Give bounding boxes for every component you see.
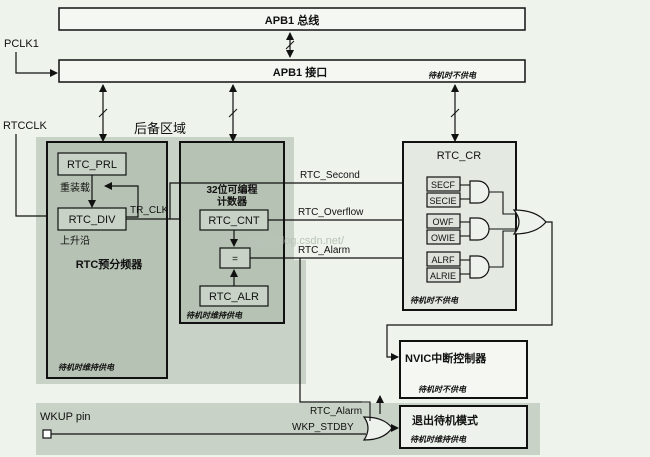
- secf-flag: [426, 176, 461, 192]
- alrie-label: ALRIE: [430, 271, 456, 281]
- exit-standby-title: 退出待机模式: [412, 413, 478, 427]
- rtc-alr-register: [199, 285, 269, 307]
- rtc-second-label: RTC_Second: [300, 170, 360, 181]
- apb1-bus-label: APB1 总线: [265, 13, 319, 27]
- alrie-flag: [426, 267, 461, 283]
- alrf-flag: [426, 251, 461, 267]
- rtc-div-label: RTC_DIV: [69, 214, 117, 226]
- apb1-no-power-note: 待机时不供电: [428, 71, 477, 80]
- rtc-cnt-label: RTC_CNT: [208, 215, 259, 227]
- comparator-equals: =: [232, 254, 238, 265]
- prescaler-block: [46, 141, 168, 379]
- counter-title-line1: 32位可编程: [206, 183, 257, 196]
- nvic-title: NVIC中断控制器: [405, 351, 487, 365]
- rtc-second-line: [169, 179, 426, 219]
- secf-label: SECF: [431, 180, 456, 190]
- and-gate-overflow: [469, 217, 490, 241]
- pclk1-line: [15, 52, 58, 77]
- interrupt-to-nvic-line: [386, 221, 553, 361]
- owie-label: OWIE: [431, 233, 455, 243]
- backup-domain-title: 后备区域: [134, 121, 186, 136]
- nvic-footer-note: 待机时不供电: [418, 385, 467, 394]
- owf-label: OWF: [433, 217, 454, 227]
- apb1-interface-box: [58, 59, 526, 83]
- pclk1-label: PCLK1: [4, 38, 39, 50]
- wkp-stdby-label: WKP_STDBY: [292, 422, 354, 433]
- rtc-overflow-label: RTC_Overflow: [298, 207, 364, 218]
- counter-footer-note: 待机时维持供电: [186, 311, 243, 320]
- secie-flag: [426, 192, 461, 208]
- rtcclk-label: RTCCLK: [3, 120, 47, 132]
- wkup-pin-pad: [42, 429, 52, 439]
- alrf-label: ALRF: [431, 255, 455, 265]
- reload-label: 重装载: [60, 181, 90, 194]
- and-gate-second: [469, 180, 490, 204]
- rising-edge-label: 上升沿: [60, 235, 90, 247]
- owf-flag: [426, 213, 461, 229]
- nvic-block: [399, 340, 528, 399]
- rtcclk-line: [15, 134, 58, 220]
- and-gate-alarm: [469, 255, 490, 279]
- or-gate-interrupt: [512, 209, 547, 235]
- tr-clk-label: TR_CLK: [130, 205, 169, 216]
- exit-standby-block: [399, 405, 528, 449]
- prescaler-title: RTC预分频器: [76, 257, 144, 271]
- rtc-alarm-to-exit-line: [299, 258, 362, 403]
- owie-flag: [426, 229, 461, 245]
- exit-standby-footer-note: 待机时维持供电: [410, 435, 467, 444]
- rtc-alarm-label: RTC_Alarm: [298, 245, 350, 256]
- secie-label: SECIE: [429, 196, 456, 206]
- rtc-prl-label: RTC_PRL: [67, 159, 117, 171]
- rtc-cr-title: RTC_CR: [437, 150, 481, 162]
- reload-feedback-line: [104, 182, 139, 218]
- counter-title-line2: 计数器: [217, 195, 248, 208]
- prescaler-footer-note: 待机时维持供电: [58, 363, 115, 372]
- rtc-alr-label: RTC_ALR: [209, 291, 259, 303]
- apb1-bus-box: [58, 7, 526, 31]
- rtc-cr-footer-note: 待机时不供电: [410, 296, 459, 305]
- rtc-alarm-label-2: RTC_Alarm: [310, 406, 362, 417]
- or-gate-wakeup: [362, 416, 393, 441]
- wkup-pin-label: WKUP pin: [40, 411, 91, 423]
- apb1-interface-label: APB1 接口: [273, 65, 327, 79]
- watermark: http://blog.csdn.net/: [248, 235, 345, 247]
